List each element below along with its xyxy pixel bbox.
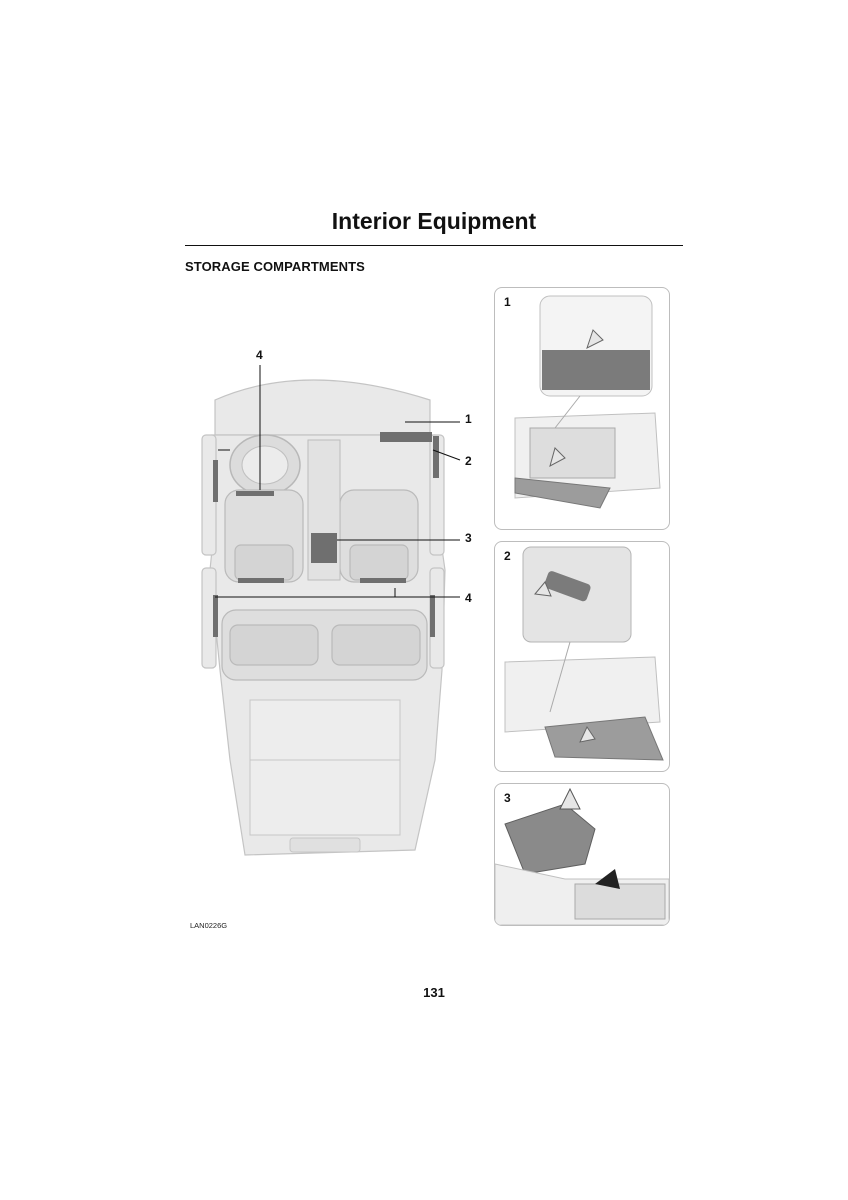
glovebox-lower-highlight — [433, 436, 439, 478]
door-pocket-rear-left — [213, 595, 218, 637]
callout-1: 1 — [465, 412, 472, 426]
detail-panel-1: 1 — [494, 287, 670, 530]
centre-console-illustration — [495, 787, 669, 925]
front-seat-pocket-left — [236, 491, 274, 496]
illustration-code: LAN0226G — [190, 921, 228, 930]
glovebox-upper-highlight — [380, 432, 432, 442]
title-rule — [185, 245, 683, 246]
callout-4-bottom: 4 — [465, 591, 472, 605]
vehicle-overhead-diagram — [201, 365, 461, 856]
door-pocket-front-left — [213, 460, 218, 502]
seatback-pocket-right — [360, 578, 406, 583]
panel-3-number: 3 — [504, 791, 511, 805]
glovebox-lower-illustration — [504, 546, 664, 761]
console-box-highlight — [311, 533, 337, 563]
panel-2-number: 2 — [504, 549, 511, 563]
glovebox-upper-illustration — [514, 295, 661, 509]
door-pocket-rear-right — [430, 595, 435, 637]
callout-4-top: 4 — [256, 348, 263, 362]
detail-panel-2: 2 — [494, 541, 670, 772]
seatback-pocket-left — [238, 578, 284, 583]
panel-1-number: 1 — [504, 295, 511, 309]
page-number: 131 — [423, 985, 445, 1000]
section-heading: STORAGE COMPARTMENTS — [185, 259, 365, 274]
callout-3: 3 — [465, 531, 472, 545]
detail-panel-3: 3 — [494, 783, 670, 926]
callout-2: 2 — [465, 454, 472, 468]
page-title: Interior Equipment — [331, 208, 537, 234]
